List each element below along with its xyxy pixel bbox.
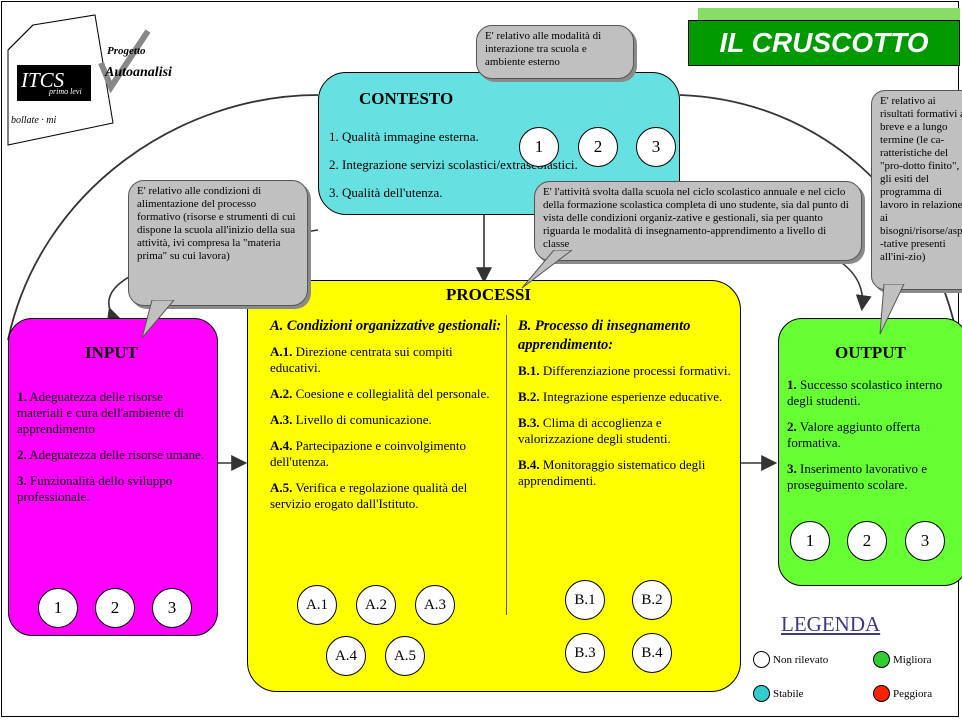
processi-indicator-a2: A.2 (356, 585, 396, 625)
contesto-indicator-1: 1 (519, 127, 559, 167)
logo-location: bollate · mi (11, 115, 57, 126)
logo-project: Progetto (107, 45, 146, 57)
logo-itcs: ITCS (17, 65, 91, 101)
legend-item-migliora: Migliora (873, 651, 932, 668)
legend-item-peggiora: Peggiora (873, 685, 932, 702)
processi-b-item: B.4. Monitoraggio sistematico degli appr… (518, 457, 706, 488)
processi-a-item: A.1. Direzione centrata sui compiti educ… (270, 344, 453, 375)
input-items: 1. Adeguatezza delle risorse materiali e… (17, 389, 207, 515)
processi-a-item: A.5. Verifica e regolazione qualità del … (270, 480, 468, 511)
input-item: 2. Adeguatezza delle risorse umane. (17, 447, 204, 462)
input-indicator-3: 3 (152, 588, 192, 628)
page-title: IL CRUSCOTTO (688, 20, 960, 66)
legend-dot-red (873, 685, 890, 702)
processi-a-item: A.4. Partecipazione e coinvolgimento del… (270, 438, 467, 469)
contesto-title: CONTESTO (359, 89, 454, 108)
input-title: INPUT (85, 343, 138, 362)
legend-item-non-rilevato: Non rilevato (753, 651, 828, 668)
logo-project-name: Autoanalisi (105, 65, 172, 80)
legend-dot-green (873, 651, 890, 668)
processi-note-bubble: E' l'attività svolta dalla scuola nel ci… (534, 181, 862, 261)
processi-indicator-b3: B.3 (565, 633, 605, 673)
input-box: INPUT 1. Adeguatezza delle risorse mater… (8, 318, 218, 636)
processi-indicator-b1: B.1 (565, 580, 605, 620)
processi-indicator-b4: B.4 (632, 633, 672, 673)
output-bubble-tail (879, 284, 905, 335)
processi-divider (506, 315, 507, 615)
legend-title: LEGENDA (781, 612, 881, 636)
output-items: 1. Successo scolastico interno degli stu… (787, 377, 962, 503)
output-note-bubble: E' relativo ai risultati formativi a bre… (871, 90, 962, 290)
processi-bubble-tail (521, 250, 573, 289)
output-item: 3. Inserimento lavorativo e proseguiment… (787, 461, 928, 492)
contesto-item: 3. Qualità dell'utenza. (329, 185, 443, 200)
title-box: IL CRUSCOTTO (688, 8, 960, 68)
processi-a-title: A. Condizioni organizzative gestionali: (270, 318, 502, 334)
contesto-item: 2. Integrazione servizi scolastici/extra… (329, 157, 578, 172)
processi-indicator-a5: A.5 (385, 636, 425, 676)
output-item: 1. Successo scolastico interno degli stu… (787, 377, 943, 408)
output-indicator-2: 2 (847, 521, 887, 561)
input-indicator-1: 1 (38, 588, 78, 628)
processi-b-item: B.1. Differenziazione processi formativi… (518, 363, 731, 378)
contesto-indicator-2: 2 (578, 127, 618, 167)
input-item: 3. Funzionalità dello sviluppo professio… (17, 473, 173, 504)
processi-b-title: B. Processo di insegnamento apprendiment… (518, 318, 691, 353)
input-indicator-2: 2 (95, 588, 135, 628)
legend-dot-cyan (753, 685, 770, 702)
processi-b-item: B.2. Integrazione esperienze educative. (518, 389, 723, 404)
output-title: OUTPUT (835, 343, 906, 362)
output-item: 2. Valore aggiunto offerta formativa. (787, 419, 921, 450)
processi-indicator-a1: A.1 (297, 585, 337, 625)
contesto-note-bubble: E' relativo alle modalità di interazione… (476, 25, 634, 79)
output-indicator-1: 1 (790, 521, 830, 561)
contesto-items: 1. Qualità immagine esterna. 2. Integraz… (329, 129, 669, 211)
processi-indicator-a4: A.4 (326, 636, 366, 676)
processi-title: PROCESSI (446, 285, 532, 304)
processi-column-b: B. Processo di insegnamento apprendiment… (518, 317, 738, 499)
processi-b-item: B.3. Clima di accoglienza e valorizzazio… (518, 415, 671, 446)
contesto-indicator-3: 3 (636, 127, 676, 167)
logo-primo-levi: primo levi (49, 87, 82, 96)
legend-item-stabile: Stabile (753, 685, 804, 702)
title-3d-edge (698, 8, 960, 22)
processi-box: PROCESSI A. Condizioni organizzative ges… (247, 280, 741, 692)
processi-indicator-b2: B.2 (632, 580, 672, 620)
input-note-bubble: E' relativo alle condizioni di alimentaz… (128, 180, 308, 306)
input-item: 1. Adeguatezza delle risorse materiali e… (17, 389, 184, 436)
output-indicator-3: 3 (905, 521, 945, 561)
legend-dot-white (753, 651, 770, 668)
processi-indicator-a3: A.3 (415, 585, 455, 625)
logo: ITCS primo levi bollate · mi Progetto Au… (3, 5, 173, 155)
contesto-item: 1. Qualità immagine esterna. (329, 129, 479, 144)
input-bubble-tail (141, 300, 175, 339)
processi-a-item: A.3. Livello di comunicazione. (270, 412, 432, 427)
processi-a-item: A.2. Coesione e collegialità del persona… (270, 386, 490, 401)
processi-column-a: A. Condizioni organizzative gestionali: … (270, 317, 502, 522)
